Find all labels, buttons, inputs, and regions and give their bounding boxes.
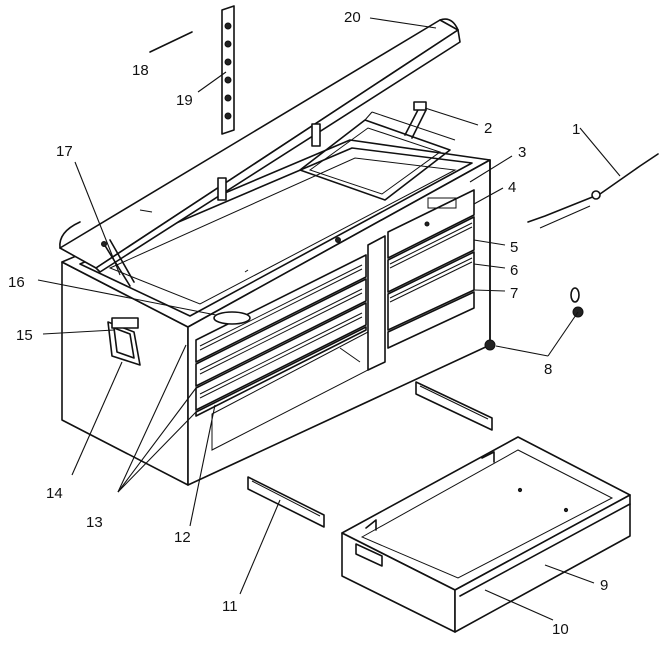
callout-13: 13 [86,514,103,531]
side-handle [107,317,141,366]
callout-10: 10 [552,621,569,638]
callout-4: 4 [508,179,516,196]
leader-lines [37,17,621,621]
name-plate [213,311,251,325]
callout-2: 2 [484,120,492,137]
lid [59,18,461,273]
tool-chest-body [61,111,491,486]
callout-20: 20 [344,9,361,26]
callout-19: 19 [176,92,193,109]
callout-18: 18 [132,62,149,79]
callout-11: 11 [222,598,238,615]
screw-and-nut [484,287,584,351]
drawer-slide-right [415,381,493,431]
left-drawer-set [195,254,367,411]
callout-3: 3 [518,144,526,161]
callout-6: 6 [510,262,518,279]
right-drawer-stack [387,189,475,349]
callout-17: 17 [56,143,73,160]
piano-hinge [221,5,235,135]
wide-bottom-drawer [195,326,367,417]
callout-16: 16 [8,274,25,291]
callout-12: 12 [174,529,191,546]
callout-15: 15 [16,327,33,344]
drawer-slide-left [247,476,325,528]
callout-8: 8 [544,361,552,378]
lid-hinge-bracket [404,101,427,139]
callout-5: 5 [510,239,518,256]
callout-1: 1 [572,121,580,138]
callout-9: 9 [600,577,608,594]
lid-support-rod [527,153,659,229]
callout-7: 7 [510,285,518,302]
pin [149,31,193,53]
lid-stay-left [101,239,135,287]
callout-14: 14 [46,485,63,502]
removed-drawer [341,436,631,633]
callout-labels: 1 2 3 4 5 6 7 8 9 10 11 12 13 14 15 16 1… [8,9,608,638]
